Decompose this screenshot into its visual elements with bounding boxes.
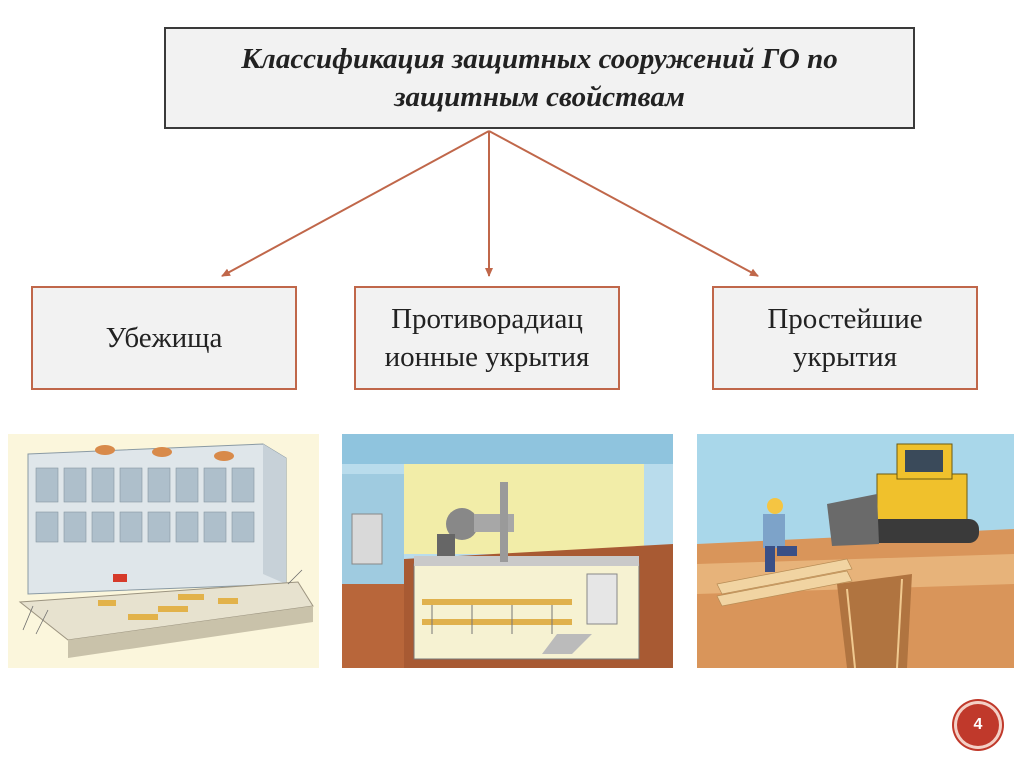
category-label-shelters: Убежища	[105, 322, 223, 354]
category-box-simple: Простейшие укрытия	[712, 286, 978, 390]
category-label-simple: Простейшие укрытия	[767, 303, 923, 373]
page-number-badge: 4	[957, 704, 999, 746]
trench-digging-illustration	[697, 434, 1014, 668]
category-box-shelters: Убежища	[31, 286, 297, 390]
arrow-to-shelters	[221, 130, 490, 277]
category-label-antiradiation: Противорадиац ионные укрытия	[384, 303, 590, 373]
basement-shelter-illustration	[342, 434, 673, 668]
title-box: Классификация защитных сооружений ГО по …	[164, 27, 915, 129]
connector-arrows	[221, 130, 759, 277]
shelter-building-illustration	[8, 434, 319, 668]
arrow-to-simple	[488, 130, 759, 277]
page-number: 4	[973, 716, 983, 733]
diagram-title: Классификация защитных сооружений ГО по …	[241, 43, 838, 113]
category-box-antiradiation: Противорадиац ионные укрытия	[354, 286, 620, 390]
